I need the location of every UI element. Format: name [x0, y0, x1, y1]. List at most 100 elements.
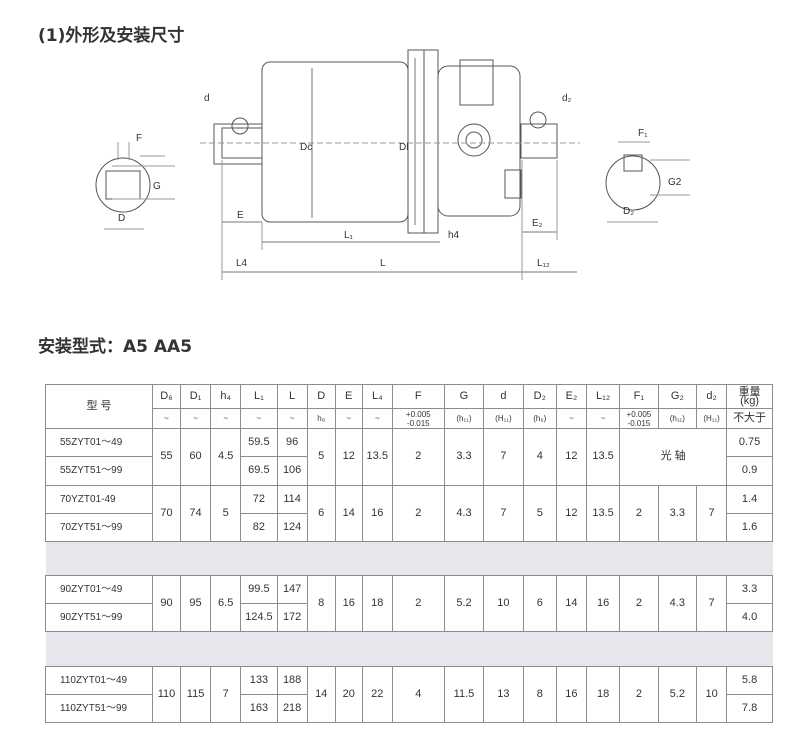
- l1-cell: 99.5: [240, 575, 278, 605]
- weight-cell: 1.6: [726, 512, 773, 542]
- table-cell: 14: [555, 575, 587, 633]
- dimensions-title: (1)外形及安装尺寸: [38, 26, 185, 46]
- label-Dl: Dl: [399, 142, 408, 153]
- table-cell: 55: [151, 428, 182, 486]
- table-separator-row: [45, 540, 773, 577]
- column-subheader: h₈: [306, 408, 336, 430]
- table-cell: 8: [306, 575, 336, 633]
- model-cell: 110ZYT51～99: [45, 693, 153, 724]
- column-subheader: (h₁₁): [443, 408, 485, 430]
- table-cell: 14: [334, 484, 363, 542]
- table-cell: 6: [522, 575, 557, 633]
- weight-cell: 1.4: [726, 484, 773, 514]
- table-cell: 4: [522, 428, 557, 486]
- table-cell: 5: [522, 484, 557, 542]
- table-cell: 5.2: [657, 665, 698, 724]
- l1-cell: 69.5: [240, 456, 278, 486]
- table-cell: 90: [151, 575, 182, 633]
- table-cell: 16: [555, 665, 587, 724]
- label-d2: d₂: [562, 93, 572, 104]
- weight-cell: 4.0: [726, 603, 773, 633]
- label-E: E: [237, 210, 244, 221]
- label-D: D: [118, 213, 125, 224]
- separator-cell: [45, 631, 773, 667]
- table-cell: 16: [361, 484, 393, 542]
- weight-cell: 5.8: [726, 665, 773, 695]
- column-subheader: ~: [210, 408, 242, 430]
- table-cell: 10: [483, 575, 524, 633]
- column-header: G: [443, 383, 485, 410]
- table-cell: 2: [391, 428, 445, 486]
- table-cell: 95: [179, 575, 212, 633]
- model-cell: 70YZT01-49: [45, 484, 153, 514]
- model-cell: 90ZYT01～49: [45, 575, 153, 605]
- table-cell: 12: [555, 484, 587, 542]
- table-cell: 115: [179, 665, 212, 724]
- table-cell: 8: [522, 665, 557, 724]
- column-header: L₄: [361, 383, 393, 410]
- table-separator-row: [45, 631, 773, 667]
- column-subheader: (h₁₁): [657, 408, 698, 430]
- table-cell: 22: [361, 665, 393, 724]
- table-subheader-row: ~~~~~h₈~~+0.005-0.015(h₁₁)(H₁₁)(h₆)~~+0.…: [46, 408, 773, 430]
- column-subheader: +0.005-0.015: [391, 408, 445, 430]
- column-subheader: ~: [240, 408, 278, 430]
- table-cell: 2: [391, 484, 445, 542]
- table-cell: 4: [391, 665, 445, 724]
- column-header: L₁: [240, 383, 278, 410]
- weight-cell: 7.8: [726, 693, 773, 724]
- table-cell: 2: [619, 575, 659, 633]
- label-L12: L₁₂: [537, 258, 550, 269]
- table-cell: 7: [696, 484, 728, 542]
- label-h4: h4: [448, 230, 460, 241]
- label-d: d: [204, 93, 210, 104]
- table-cell: 13: [483, 665, 524, 724]
- model-cell: 55ZYT51～99: [45, 456, 153, 486]
- table-cell: 2: [619, 665, 659, 724]
- label-F1: F₁: [638, 128, 648, 139]
- model-cell: 90ZYT51～99: [45, 603, 153, 633]
- weight-cell: 3.3: [726, 575, 773, 605]
- model-cell: 55ZYT01～49: [45, 428, 153, 458]
- table-cell: 5: [210, 484, 242, 542]
- column-subheader: (h₆): [522, 408, 557, 430]
- column-header: E: [334, 383, 363, 410]
- weight-cell: 0.75: [726, 428, 773, 458]
- label-L1: L₁: [344, 230, 354, 241]
- column-subheader: ~: [334, 408, 363, 430]
- table-cell: 5: [306, 428, 336, 486]
- table-cell: 7: [210, 665, 242, 724]
- table-cell: 18: [361, 575, 393, 633]
- column-subheader: ~: [179, 408, 212, 430]
- column-header: D₆: [151, 383, 182, 410]
- l1-cell: 72: [240, 484, 278, 514]
- table-cell: 16: [334, 575, 363, 633]
- smooth-shaft-cell: 光 轴: [619, 428, 728, 486]
- label-F: F: [136, 133, 142, 144]
- model-header: 型 号: [45, 383, 153, 430]
- weight-cell: 0.9: [726, 456, 773, 486]
- column-subheader: +0.005-0.015: [619, 408, 659, 430]
- l1-cell: 124.5: [240, 603, 278, 633]
- l-cell: 172: [276, 603, 308, 633]
- column-header: L₁₂: [585, 383, 621, 410]
- column-header: E₂: [555, 383, 587, 410]
- table-cell: 20: [334, 665, 363, 724]
- column-header: d₂: [696, 383, 728, 410]
- table-cell: 70: [151, 484, 182, 542]
- table-cell: 6.5: [210, 575, 242, 633]
- column-header: L: [276, 383, 308, 410]
- column-header: D₂: [522, 383, 557, 410]
- label-L: L: [380, 258, 386, 269]
- column-subheader: (H₁₁): [696, 408, 728, 430]
- model-cell: 70ZYT51～99: [45, 512, 153, 542]
- table-cell: 7: [696, 575, 728, 633]
- column-header: D₁: [179, 383, 212, 410]
